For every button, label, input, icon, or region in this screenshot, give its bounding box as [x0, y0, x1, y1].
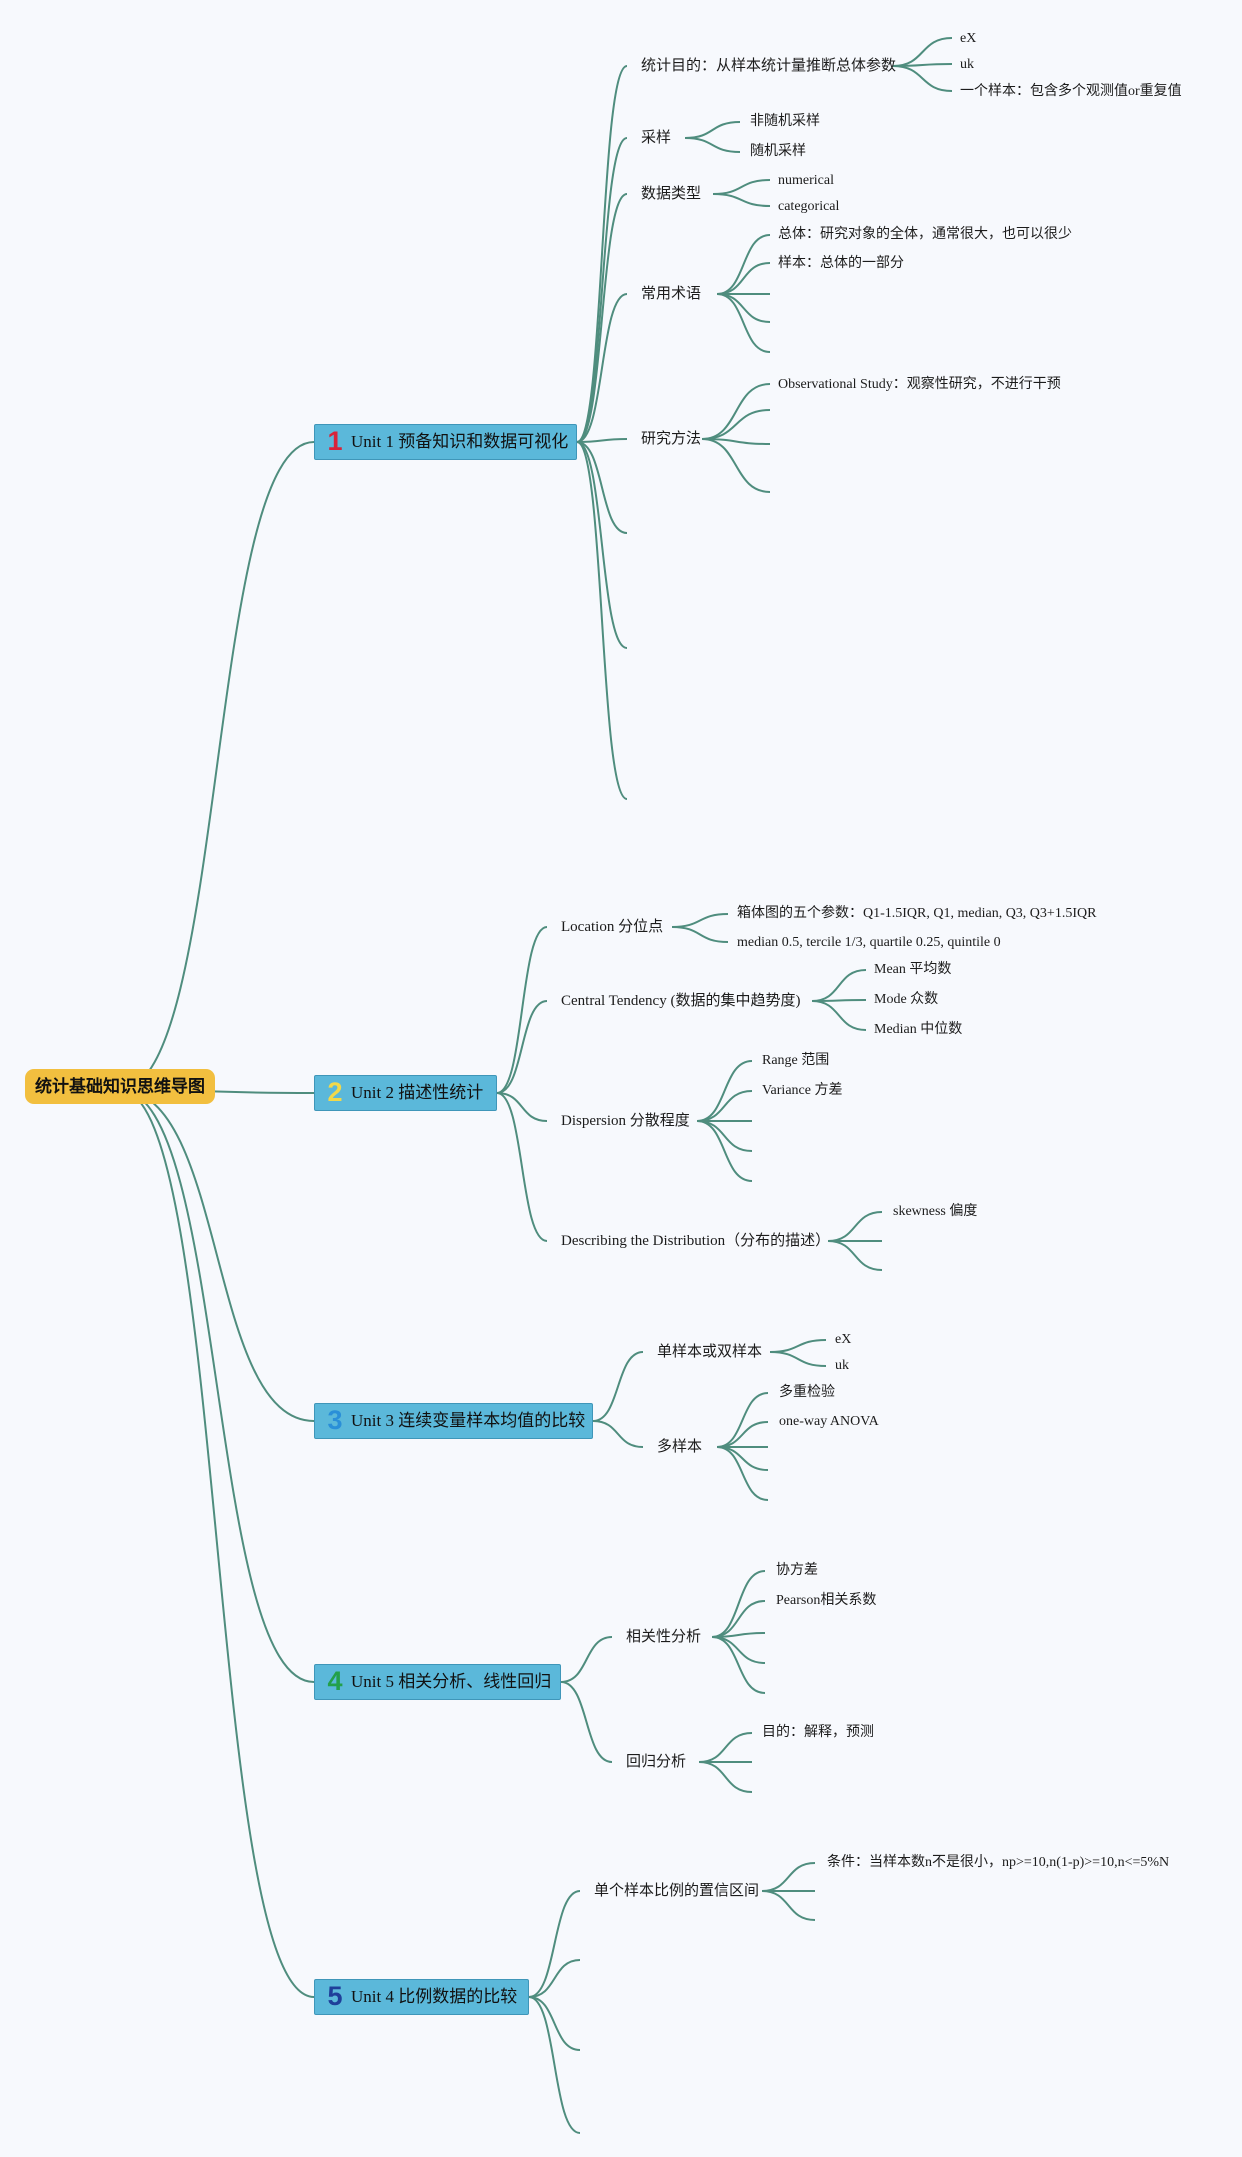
leaf-ex-2[interactable]: eX	[835, 1332, 852, 1347]
leaf-numerical[interactable]: numerical	[778, 173, 834, 188]
topic-one-or-two-sample[interactable]: 单样本或双样本	[657, 1344, 763, 1360]
leaf-boxplot-params[interactable]: 箱体图的五个参数：Q1-1.5IQR, Q1, median, Q3, Q3+1…	[737, 906, 1097, 921]
unit-4-title: Unit 5 相关分析、线性回归	[351, 1672, 552, 1691]
leaf-ex[interactable]: eX	[960, 31, 977, 46]
unit-1-title: Unit 1 预备知识和数据可视化	[351, 432, 569, 451]
leaf-random-sampling[interactable]: 随机采样	[750, 144, 806, 159]
leaf-mode[interactable]: Mode 众数	[874, 992, 939, 1007]
leaf-variance[interactable]: Variance 方差	[762, 1083, 843, 1098]
leaf-median[interactable]: Median 中位数	[874, 1022, 963, 1037]
leaf-mean[interactable]: Mean 平均数	[874, 962, 952, 977]
unit-5-title: Unit 4 比例数据的比较	[351, 1987, 518, 2006]
root-node[interactable]: 统计基础知识思维导图	[25, 1069, 215, 1104]
leaf-one-sample[interactable]: 一个样本：包含多个观测值or重复值	[960, 84, 1182, 99]
leaf-covariance[interactable]: 协方差	[776, 1563, 818, 1578]
topic-proportion-ci[interactable]: 单个样本比例的置信区间	[594, 1883, 760, 1899]
topic-regression-analysis[interactable]: 回归分析	[626, 1754, 687, 1770]
topic-location[interactable]: Location 分位点	[561, 919, 664, 935]
leaf-quantiles[interactable]: median 0.5, tercile 1/3, quartile 0.25, …	[737, 935, 1001, 950]
unit-2-node[interactable]: 2 Unit 2 描述性统计	[314, 1075, 497, 1111]
leaf-multiple-testing[interactable]: 多重检验	[779, 1385, 835, 1400]
unit-5-number-badge: 5	[327, 1981, 343, 2011]
topic-correlation-analysis[interactable]: 相关性分析	[626, 1629, 702, 1645]
unit-3-node[interactable]: 3 Unit 3 连续变量样本均值的比较	[314, 1403, 593, 1439]
topic-common-terms[interactable]: 常用术语	[641, 286, 702, 302]
unit-4-node[interactable]: 4 Unit 5 相关分析、线性回归	[314, 1664, 561, 1700]
leaf-observational-study[interactable]: Observational Study：观察性研究，不进行干预	[778, 377, 1061, 392]
unit-3-number-badge: 3	[327, 1405, 343, 1435]
unit-4-number-badge: 4	[327, 1666, 343, 1696]
unit-2-number-badge: 2	[327, 1077, 343, 1107]
leaf-sample[interactable]: 样本：总体的一部分	[778, 256, 904, 271]
topic-multiple-samples[interactable]: 多样本	[657, 1439, 703, 1455]
leaf-uk-2[interactable]: uk	[835, 1358, 849, 1373]
unit-3-title: Unit 3 连续变量样本均值的比较	[351, 1411, 586, 1430]
topic-dispersion[interactable]: Dispersion 分散程度	[561, 1113, 690, 1129]
topic-sampling[interactable]: 采样	[641, 130, 672, 146]
leaf-population[interactable]: 总体：研究对象的全体，通常很大，也可以很少	[778, 227, 1072, 242]
leaf-nonrandom-sampling[interactable]: 非随机采样	[750, 114, 820, 129]
topic-statistical-purpose[interactable]: 统计目的：从样本统计量推断总体参数	[641, 58, 897, 74]
topic-research-methods[interactable]: 研究方法	[641, 431, 702, 447]
leaf-range[interactable]: Range 范围	[762, 1053, 830, 1068]
topic-central-tendency[interactable]: Central Tendency (数据的集中趋势度)	[561, 993, 801, 1009]
topic-describing-distribution[interactable]: Describing the Distribution（分布的描述）	[561, 1233, 831, 1249]
unit-1-node[interactable]: 1 Unit 1 预备知识和数据可视化	[314, 424, 577, 460]
leaf-skewness[interactable]: skewness 偏度	[893, 1204, 978, 1219]
unit-2-title: Unit 2 描述性统计	[351, 1083, 484, 1102]
leaf-condition[interactable]: 条件：当样本数n不是很小，np>=10,n(1-p)>=10,n<=5%N	[827, 1855, 1170, 1870]
leaf-categorical[interactable]: categorical	[778, 199, 840, 214]
leaf-uk[interactable]: uk	[960, 57, 974, 72]
leaf-one-way-anova[interactable]: one-way ANOVA	[779, 1414, 879, 1429]
leaf-pearson[interactable]: Pearson相关系数	[776, 1593, 877, 1608]
leaf-purpose[interactable]: 目的：解释，预测	[762, 1725, 874, 1740]
unit-1-number-badge: 1	[327, 426, 343, 456]
topic-data-types[interactable]: 数据类型	[641, 186, 702, 202]
unit-5-node[interactable]: 5 Unit 4 比例数据的比较	[314, 1979, 529, 2015]
